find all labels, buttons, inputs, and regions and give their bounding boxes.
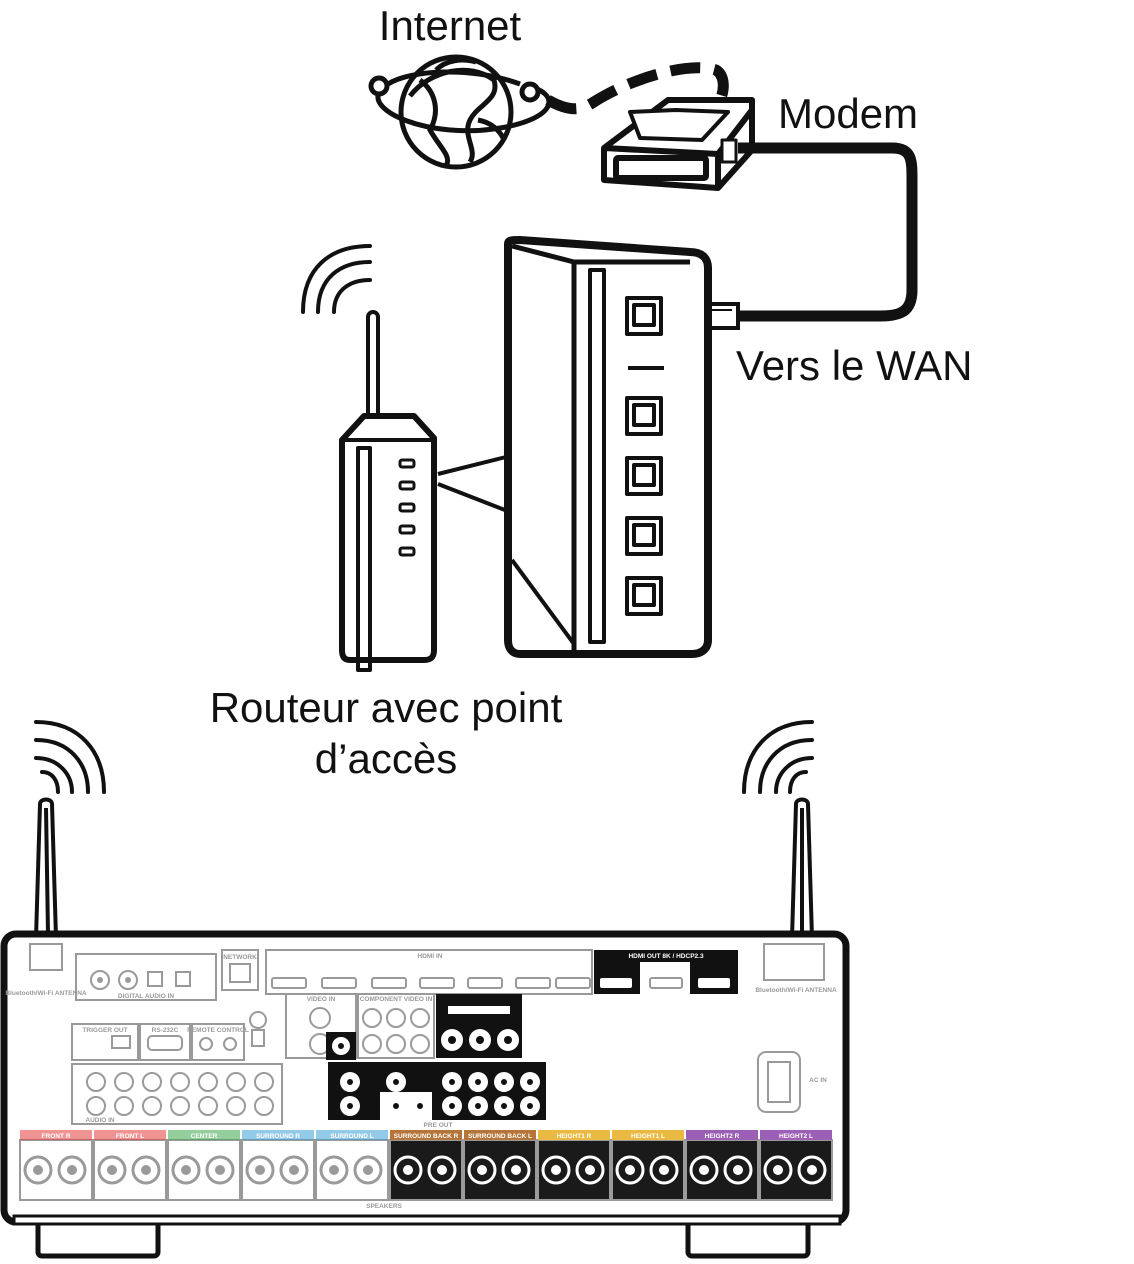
- speaker-group-label: SURROUND L: [330, 1133, 373, 1140]
- wan-label: Vers le WAN: [736, 342, 973, 389]
- speaker-terminal-core: [67, 1165, 77, 1175]
- speaker-terminal-core: [659, 1165, 669, 1175]
- globe-icon: [368, 54, 552, 170]
- speaker-terminal-core: [107, 1165, 117, 1175]
- speaker-terminal-core: [585, 1165, 595, 1175]
- audio-in-jack: [86, 1072, 106, 1092]
- speaker-terminal-core: [215, 1165, 225, 1175]
- rs232c-label: RS-232C: [152, 1027, 179, 1034]
- receiver-wifi-right-icon: [742, 720, 814, 794]
- speaker-terminal-core: [699, 1165, 709, 1175]
- speaker-group-label: HEIGHT1 L: [631, 1133, 665, 1140]
- audio-in-jack: [226, 1096, 246, 1116]
- audio-in-jack: [254, 1096, 274, 1116]
- speaker-terminal-core: [733, 1165, 743, 1175]
- hdmi-out-label: HDMI OUT 8K / HDCP2.3: [628, 953, 704, 960]
- audio-in-label: AUDIO IN: [85, 1117, 115, 1124]
- audio-in-jack: [142, 1072, 162, 1092]
- speaker-group-label: FRONT R: [42, 1133, 71, 1140]
- antenna-right-icon: [789, 797, 815, 940]
- wan-cable: [738, 142, 918, 322]
- speaker-group-label: HEIGHT2 R: [705, 1133, 740, 1140]
- av-receiver: Bluetooth/Wi-Fi ANTENNA Bluetooth/Wi-Fi …: [0, 720, 850, 1259]
- speaker-terminal-core: [625, 1165, 635, 1175]
- speaker-group-label: SURROUND BACK R: [394, 1133, 459, 1140]
- receiver-wifi-left-icon: [34, 720, 106, 794]
- pre-out-label: PRE OUT: [424, 1122, 453, 1129]
- speakers-label: SPEAKERS: [366, 1203, 402, 1210]
- speaker-group-color-band: [168, 1130, 240, 1140]
- speaker-group-color-band: [316, 1130, 388, 1140]
- speaker-group-label: CENTER: [191, 1133, 218, 1140]
- speaker-terminal-core: [33, 1165, 43, 1175]
- video-label: VIDEO IN: [307, 996, 336, 1003]
- left-antenna-label: Bluetooth/Wi-Fi ANTENNA: [5, 990, 87, 997]
- audio-in-jack: [198, 1072, 218, 1092]
- speaker-terminal-core: [255, 1165, 265, 1175]
- speaker-group-label: FRONT L: [116, 1133, 144, 1140]
- hdmi-in-label: HDMI IN: [418, 953, 443, 960]
- audio-in-jack: [226, 1072, 246, 1092]
- modem-icon: [601, 97, 755, 191]
- component-label: COMPONENT VIDEO IN: [360, 996, 433, 1003]
- router-label-line2: d’accès: [314, 735, 458, 783]
- audio-in-jack: [254, 1072, 274, 1092]
- speaker-terminal-core: [329, 1165, 339, 1175]
- right-antenna-label: Bluetooth/Wi-Fi ANTENNA: [755, 987, 837, 994]
- speaker-terminals: FRONT R FRONT L CENTER SURROUND R SURROUND L…: [19, 1130, 833, 1201]
- speaker-terminal-core: [477, 1165, 487, 1175]
- speaker-terminal-core: [141, 1165, 151, 1175]
- audio-in-jack: [142, 1096, 162, 1116]
- internet-link-dashed: [545, 62, 729, 115]
- speaker-group-color-band: [464, 1130, 536, 1140]
- speaker-group-label: SURROUND BACK L: [468, 1133, 532, 1140]
- speaker-group-label: HEIGHT1 R: [557, 1133, 592, 1140]
- speaker-group-color-band: [20, 1130, 92, 1140]
- speaker-terminal-core: [181, 1165, 191, 1175]
- router-icon: [339, 310, 437, 672]
- modem-label: Modem: [778, 90, 919, 137]
- router-wifi-waves-icon: [301, 244, 372, 314]
- remote-label: REMOTE CONTROL: [187, 1027, 249, 1034]
- ac-in-label: AC IN: [809, 1077, 827, 1084]
- router-ports: [625, 296, 663, 616]
- speaker-terminal-core: [551, 1165, 561, 1175]
- speaker-terminal-core: [511, 1165, 521, 1175]
- speaker-terminal-core: [773, 1165, 783, 1175]
- audio-in-jack: [170, 1072, 190, 1092]
- antenna-left-icon: [33, 797, 59, 940]
- audio-in-jack: [114, 1096, 134, 1116]
- trigger-label: TRIGGER OUT: [82, 1027, 127, 1034]
- speaker-group-color-band: [538, 1130, 610, 1140]
- router-zoom-panel: [504, 236, 712, 658]
- internet-label: Internet: [378, 2, 522, 49]
- speaker-group-color-band: [612, 1130, 684, 1140]
- speaker-group-color-band: [686, 1130, 758, 1140]
- audio-in-jacks: [86, 1072, 274, 1116]
- audio-in-jack: [86, 1096, 106, 1116]
- speaker-terminal-core: [807, 1165, 817, 1175]
- speaker-terminal-core: [437, 1165, 447, 1175]
- speaker-group-color-band: [94, 1130, 166, 1140]
- network-label: NETWORK: [223, 954, 257, 961]
- speaker-group-color-band: [390, 1130, 462, 1140]
- audio-in-jack: [198, 1096, 218, 1116]
- speaker-terminal-core: [363, 1165, 373, 1175]
- speaker-group-color-band: [760, 1130, 832, 1140]
- callout-lines: [437, 454, 511, 514]
- hdmi-ports: [271, 977, 591, 989]
- router-label: Routeur avec point d’accès: [186, 682, 586, 784]
- pre-out-block-bottom: [328, 1062, 546, 1120]
- audio-in-jack: [114, 1072, 134, 1092]
- digital-audio-label: DIGITAL AUDIO IN: [118, 993, 175, 1000]
- speaker-terminal-core: [289, 1165, 299, 1175]
- audio-in-jack: [170, 1096, 190, 1116]
- speaker-terminal-core: [403, 1165, 413, 1175]
- speaker-group-color-band: [242, 1130, 314, 1140]
- router-label-line1: Routeur avec point: [209, 684, 563, 731]
- speaker-group-label: SURROUND R: [256, 1133, 300, 1140]
- speaker-group-label: HEIGHT2 L: [779, 1133, 813, 1140]
